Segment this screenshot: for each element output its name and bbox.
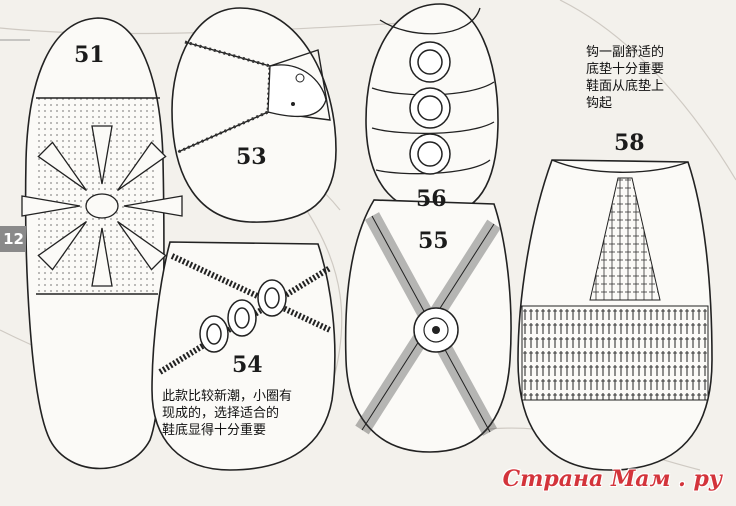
- pattern-label-54: 54: [232, 352, 263, 378]
- sole-55: [344, 199, 512, 453]
- site-watermark: Страна Мам . ру: [502, 466, 722, 492]
- sole-51: [21, 17, 183, 470]
- note-58-line-3: 鞋面从底垫上: [586, 79, 665, 94]
- sole-56: [365, 3, 499, 215]
- note-58-line-4: 钩起: [586, 96, 613, 111]
- note-58-line-2: 底垫十分重要: [586, 62, 665, 77]
- sole-58: [517, 159, 713, 471]
- page-number-tab: 12: [0, 226, 26, 252]
- note-54-line-3: 鞋底显得十分重要: [162, 423, 267, 438]
- flower-motif: [21, 125, 183, 287]
- note-58-line-1: 钩一副舒适的: [586, 45, 665, 60]
- note-54-line-2: 现成的，选择适合的: [162, 406, 280, 421]
- note-54: 此款比较新潮，小圈有 现成的，选择适合的 鞋底显得十分重要: [162, 388, 292, 439]
- ring-column: [409, 41, 451, 175]
- note-54-line-1: 此款比较新潮，小圈有: [162, 389, 293, 404]
- pattern-label-55: 55: [418, 228, 449, 254]
- pattern-label-53: 53: [236, 144, 267, 170]
- pattern-label-51: 51: [74, 42, 105, 68]
- sole-53: [171, 7, 337, 223]
- pattern-label-58: 58: [614, 130, 645, 156]
- sole-54: [151, 241, 336, 471]
- pattern-label-56: 56: [416, 186, 447, 212]
- note-58: 钩一副舒适的 底垫十分重要 鞋面从底垫上 钩起: [586, 44, 664, 112]
